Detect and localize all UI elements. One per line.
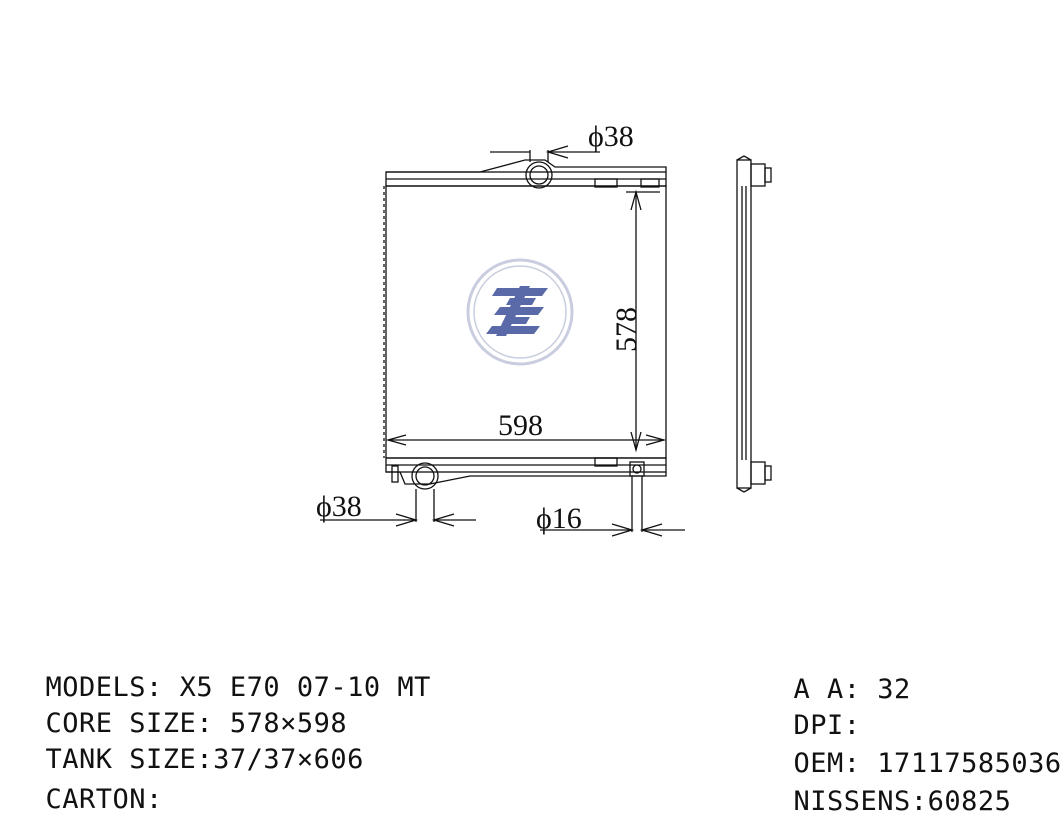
- dim-outlet-bottom: ϕ38: [316, 490, 362, 523]
- dim-height: 578: [610, 307, 643, 352]
- spec-label: TANK SIZE:: [45, 744, 214, 775]
- dim-drain: ϕ16: [536, 502, 582, 535]
- spec-value: 17117585036: [860, 748, 1062, 779]
- spec-nissens: NISSENS:60825: [760, 754, 1011, 818]
- side-view: [736, 155, 772, 493]
- spec-label: A A:: [793, 674, 861, 705]
- spec-models: MODELS: X5 E70 07-10 MT: [12, 640, 431, 704]
- spec-core-size: CORE SIZE: 578×598: [12, 676, 347, 740]
- ze-logo-icon: [466, 258, 574, 366]
- spec-label: CORE SIZE:: [45, 708, 214, 739]
- height-dimension-line: [626, 189, 660, 453]
- spec-dpi: DPI:: [760, 678, 861, 742]
- radiator-drawing: ϕ38 578 598 ϕ38 ϕ16: [316, 120, 772, 537]
- bottom-outlet-pipe: [320, 462, 476, 527]
- spec-label: MODELS:: [45, 672, 163, 703]
- spec-label: CARTON:: [45, 784, 163, 815]
- spec-oem: OEM: 17117585036: [760, 716, 1062, 780]
- spec-value: 37/37×606: [213, 744, 364, 775]
- top-inlet-pipe: [490, 145, 600, 189]
- drain-pipe: [540, 476, 685, 537]
- spec-value: X5 E70 07-10 MT: [162, 672, 431, 703]
- width-dimension-line: [385, 434, 667, 446]
- spec-label: DPI:: [793, 710, 861, 741]
- spec-label: NISSENS:: [793, 786, 928, 817]
- spec-tank-size: TANK SIZE:37/37×606: [12, 712, 364, 776]
- spec-aa: A A: 32: [760, 642, 911, 706]
- spec-value: 578×598: [213, 708, 348, 739]
- dim-width: 598: [498, 409, 543, 442]
- bottom-tank: [385, 457, 667, 485]
- dim-inlet-top: ϕ38: [588, 120, 634, 153]
- spec-value: 60825: [927, 786, 1012, 817]
- spec-carton: CARTON:: [12, 752, 163, 816]
- spec-label: OEM:: [793, 748, 861, 779]
- spec-value: 32: [860, 674, 911, 705]
